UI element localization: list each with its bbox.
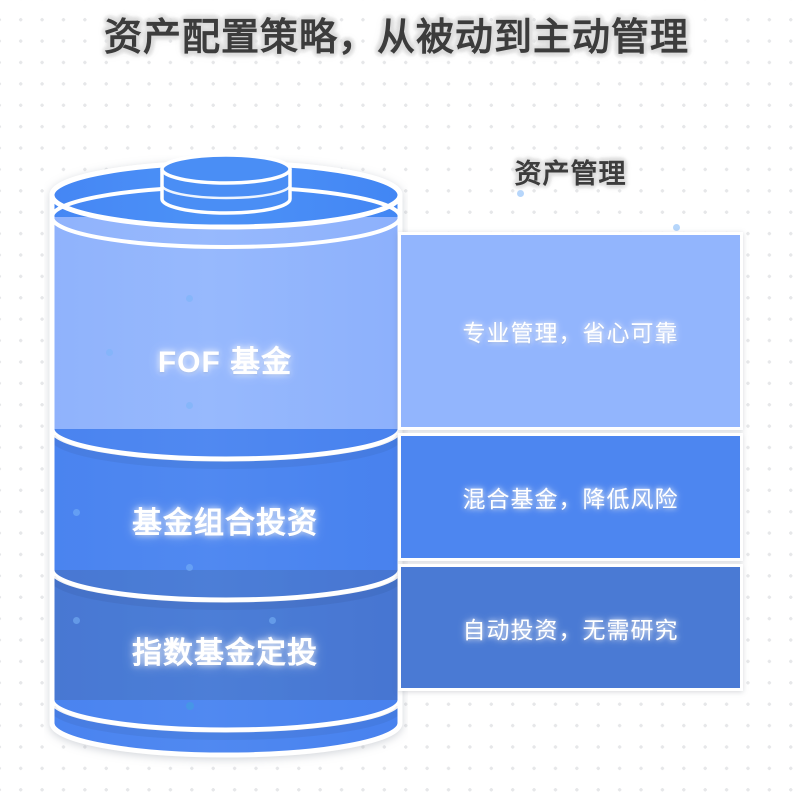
page-title: 资产配置策略，从被动到主动管理	[103, 17, 689, 59]
benefit-panel-fof: 专业管理，省心可靠	[398, 232, 743, 430]
accent-dot	[673, 224, 680, 231]
benefit-panel-fund-portfolio: 混合基金，降低风险	[398, 433, 743, 561]
accent-dot	[186, 564, 193, 571]
benefit-text-fund-portfolio: 混合基金，降低风险	[462, 486, 679, 512]
tier-label-fof: FOF 基金	[157, 346, 293, 379]
cylinder-lid	[160, 155, 292, 215]
accent-dot	[73, 617, 80, 624]
accent-dot	[186, 702, 194, 710]
accent-dot	[73, 509, 80, 516]
benefit-text-fof: 专业管理，省心可靠	[462, 320, 679, 346]
tier-label-index-fund-aip: 指数基金定投	[132, 637, 318, 670]
accent-dot	[296, 509, 303, 516]
benefit-panel-index-fund-aip: 自动投资，无需研究	[398, 564, 743, 691]
accent-dot	[106, 349, 113, 356]
column-header-asset-management: 资产管理	[514, 159, 627, 189]
accent-dot	[269, 617, 276, 624]
benefit-text-index-fund-aip: 自动投资，无需研究	[462, 616, 679, 643]
accent-dot	[186, 402, 193, 409]
tier-label-fund-portfolio: 基金组合投资	[132, 507, 318, 540]
accent-dot	[517, 190, 524, 197]
accent-dot	[186, 295, 193, 302]
stacked-cylinder-diagram	[44, 155, 408, 770]
